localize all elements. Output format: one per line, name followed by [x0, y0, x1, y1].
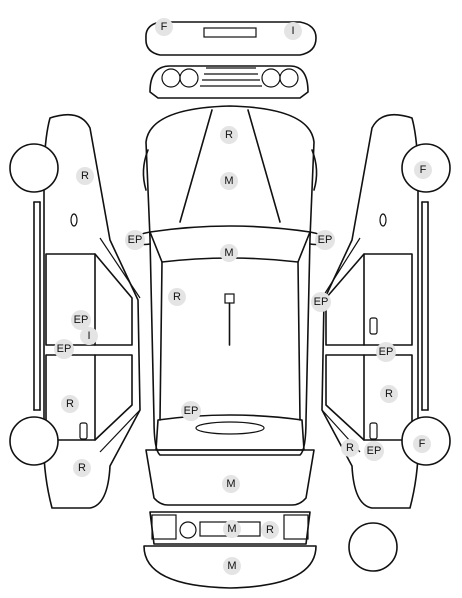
damage-badge-circle [223, 520, 241, 538]
damage-badge-label: EP [184, 405, 199, 417]
damage-badge-right-rear-door[interactable]: R [380, 385, 398, 403]
rear-bumper [143, 545, 317, 589]
damage-badge-circle [311, 292, 331, 312]
damage-badge-label: R [346, 442, 354, 454]
damage-badge-circle [220, 172, 238, 190]
spare-tire [348, 522, 398, 572]
damage-badge-label: R [66, 398, 74, 410]
damage-badge-circle [413, 435, 431, 453]
damage-badge-trunk[interactable]: M [222, 475, 240, 493]
damage-badge-left-rear-door[interactable]: R [61, 395, 79, 413]
front-bumper [145, 21, 317, 56]
damage-badge-label: R [266, 524, 274, 536]
damage-badge-circle [220, 126, 238, 144]
damage-badge-label: EP [367, 445, 382, 457]
damage-badge-circle [364, 441, 384, 461]
damage-badge-circle [261, 521, 279, 539]
damage-badge-circle [181, 401, 201, 421]
damage-badge-label: R [81, 170, 89, 182]
damage-badge-label: R [225, 129, 233, 141]
damage-badge-label: EP [314, 296, 329, 308]
damage-badge-rear-light[interactable]: R [261, 521, 279, 539]
damage-badge-circle [284, 22, 302, 40]
damage-badge-label: M [224, 247, 233, 259]
front-grille [149, 65, 309, 99]
damage-badge-label: M [227, 523, 236, 535]
damage-badge-circle [54, 339, 74, 359]
damage-badge-right-rear-quarter[interactable]: R [341, 439, 359, 457]
damage-badge-left-door-sill[interactable]: EP [54, 339, 74, 359]
damage-badge-label: R [385, 388, 393, 400]
damage-badge-label: EP [128, 234, 143, 246]
damage-badge-circle [73, 459, 91, 477]
car-body-top-view [129, 105, 331, 456]
damage-badge-roof-left[interactable]: R [168, 288, 186, 306]
damage-badge-circle [76, 167, 94, 185]
damage-badge-circle [223, 557, 241, 575]
damage-badge-label: EP [318, 234, 333, 246]
damage-badge-circle [61, 395, 79, 413]
damage-badge-right-front-wheel[interactable]: F [414, 161, 432, 179]
damage-badge-label: EP [379, 346, 394, 358]
rear-panel [149, 511, 311, 545]
damage-badge-rear-bumper[interactable]: M [223, 557, 241, 575]
damage-badge-circle [168, 288, 186, 306]
damage-badge-label: F [161, 21, 168, 33]
damage-badge-circle [376, 342, 396, 362]
damage-badge-front-bumper-left[interactable]: F [155, 18, 173, 36]
damage-badge-label: M [227, 560, 236, 572]
damage-badge-circle [315, 230, 335, 250]
damage-badge-right-rear-ep[interactable]: EP [364, 441, 384, 461]
damage-badge-label: F [419, 438, 426, 450]
damage-badge-rear-window[interactable]: EP [181, 401, 201, 421]
damage-badge-circle [341, 439, 359, 457]
damage-badge-left-rear-wheel[interactable]: R [73, 459, 91, 477]
damage-badge-circle [220, 244, 238, 262]
damage-badge-label: EP [74, 314, 89, 326]
damage-badge-label: M [226, 478, 235, 490]
damage-badge-circle [155, 18, 173, 36]
damage-badge-circle [80, 327, 98, 345]
damage-badge-left-front-door-ep[interactable]: EP [71, 310, 91, 330]
damage-badge-right-door-sill[interactable]: EP [376, 342, 396, 362]
damage-badge-right-pillar[interactable]: EP [311, 292, 331, 312]
damage-badge-left-mirror[interactable]: EP [125, 230, 145, 250]
damage-badge-right-mirror[interactable]: EP [315, 230, 335, 250]
damage-badge-front-bumper-right[interactable]: I [284, 22, 302, 40]
damage-badge-circle [222, 475, 240, 493]
trunk [145, 449, 315, 506]
damage-badge-roof[interactable]: M [220, 244, 238, 262]
damage-badge-left-front-door-i[interactable]: I [80, 327, 98, 345]
damage-badge-label: R [173, 291, 181, 303]
damage-badge-circle [380, 385, 398, 403]
damage-badge-right-rear-wheel[interactable]: F [413, 435, 431, 453]
damage-badge-label: M [224, 175, 233, 187]
damage-badge-hood-top[interactable]: R [220, 126, 238, 144]
damage-badge-label: EP [57, 343, 72, 355]
damage-badge-label: R [78, 462, 86, 474]
damage-badge-left-front-fender[interactable]: R [76, 167, 94, 185]
left-side-view [9, 113, 141, 509]
damage-badge-hood-center[interactable]: M [220, 172, 238, 190]
damage-badge-label: F [420, 164, 427, 176]
damage-badge-circle [414, 161, 432, 179]
damage-badges: F I R M EP EP M R R EP I EP R R EP M M R M F EP EP R R EP F [54, 18, 432, 575]
damage-badge-rear-plate[interactable]: M [223, 520, 241, 538]
damage-badge-label: I [291, 25, 294, 37]
damage-badge-circle [125, 230, 145, 250]
damage-badge-circle [71, 310, 91, 330]
damage-badge-label: I [87, 330, 90, 342]
